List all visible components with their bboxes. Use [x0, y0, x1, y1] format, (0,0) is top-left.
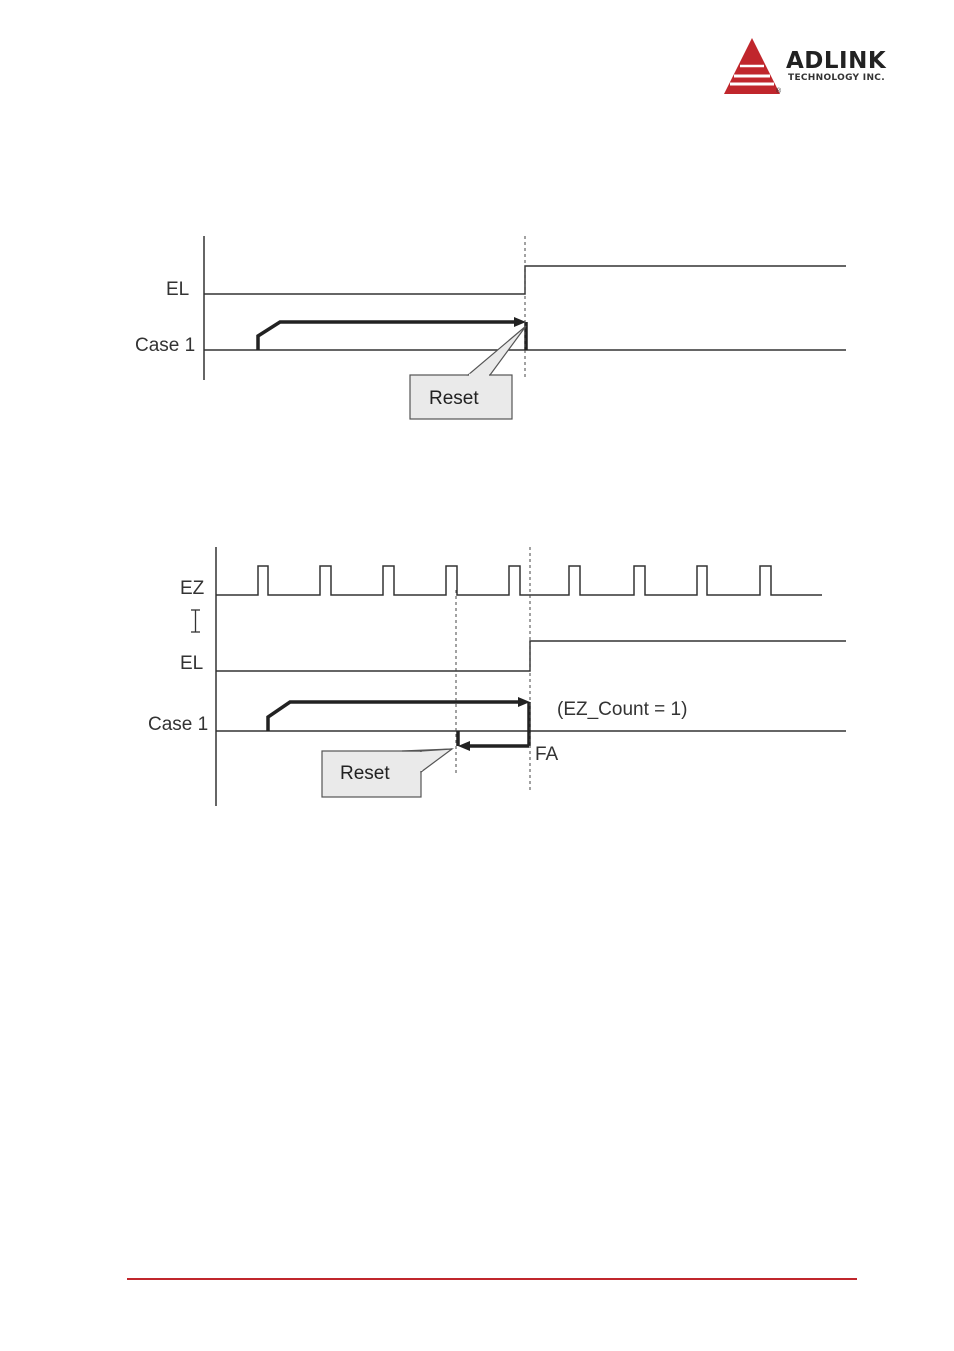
- diagram-2: EZ EL Case 1 (EZ_Count = 1) FA Reset: [148, 547, 846, 806]
- diagram-1: EL Case 1 Reset: [135, 236, 846, 419]
- d2-label-case1: Case 1: [148, 714, 208, 735]
- d1-motion-path: [258, 322, 518, 350]
- d1-label-el: EL: [166, 279, 189, 300]
- d1-reset-callout: Reset: [410, 326, 526, 419]
- d2-annotation-ez-count: (EZ_Count = 1): [557, 699, 687, 720]
- d1-label-case1: Case 1: [135, 335, 195, 356]
- d2-label-ez: EZ: [180, 578, 205, 599]
- d2-arrow-head-back: [458, 741, 470, 751]
- d2-label-fa: FA: [535, 744, 559, 765]
- d1-arrow-head: [514, 317, 526, 327]
- d2-ez-waveform: [216, 566, 822, 595]
- d2-label-el: EL: [180, 653, 203, 674]
- d2-el-waveform: [216, 641, 846, 671]
- d2-reset-callout: Reset: [322, 749, 452, 797]
- d2-motion-path: [268, 702, 522, 731]
- d2-ibeam-glyph: [191, 610, 200, 632]
- d2-callout-label: Reset: [340, 763, 390, 784]
- d1-callout-label: Reset: [429, 388, 479, 409]
- footer-rule: [127, 1278, 857, 1280]
